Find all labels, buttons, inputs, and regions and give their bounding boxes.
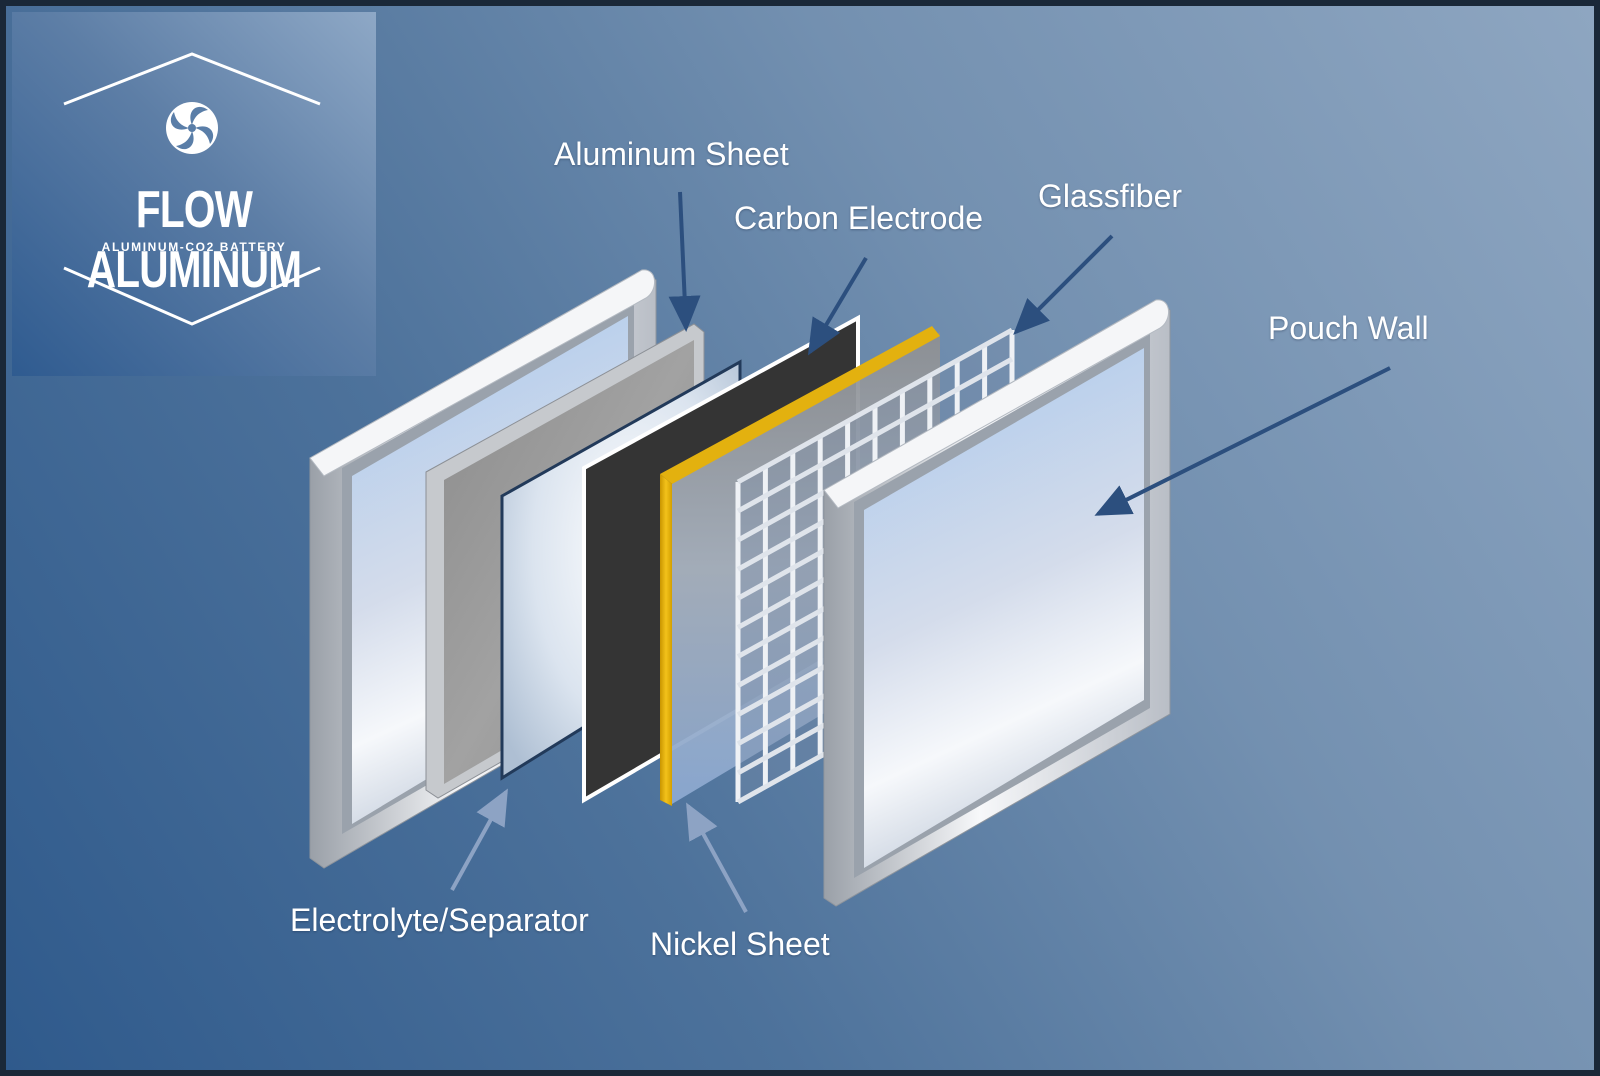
- flow-logo-icon: [166, 102, 218, 154]
- glassfiber-strand-horizontal: [736, 356, 1014, 514]
- arrow-carbon-electrode: [807, 256, 868, 356]
- logo-chevron-bottom: [63, 266, 321, 326]
- battery-exploded-view: [309, 191, 1391, 913]
- logo-tagline: ALUMINUM-CO2 BATTERY: [101, 240, 287, 254]
- arrow-aluminum-sheet: [668, 191, 701, 332]
- label-nickel-sheet: Nickel Sheet: [650, 926, 830, 962]
- arrow-glassfiber: [1013, 234, 1114, 335]
- glassfiber-strand-horizontal: [736, 327, 1014, 485]
- callout-arrows: [450, 191, 1391, 913]
- right-pouch-wall: [823, 299, 1171, 907]
- arrow-electrolyte-separator: [450, 788, 508, 891]
- arrow-nickel-sheet: [686, 802, 748, 913]
- label-carbon-electrode: Carbon Electrode: [734, 200, 984, 236]
- logo-name: FLOW ALUMINUM: [86, 181, 302, 299]
- label-aluminum-sheet: Aluminum Sheet: [554, 136, 789, 172]
- label-electrolyte-separator: Electrolyte/Separator: [290, 902, 589, 938]
- label-glassfiber: Glassfiber: [1038, 178, 1183, 214]
- arrow-pouch-wall: [1094, 366, 1391, 516]
- logo-graphic: [63, 52, 321, 326]
- logo-panel: FLOW ALUMINUM ALUMINUM-CO2 BATTERY: [12, 12, 376, 376]
- logo-chevron-top: [63, 52, 321, 106]
- label-pouch-wall: Pouch Wall: [1268, 310, 1429, 346]
